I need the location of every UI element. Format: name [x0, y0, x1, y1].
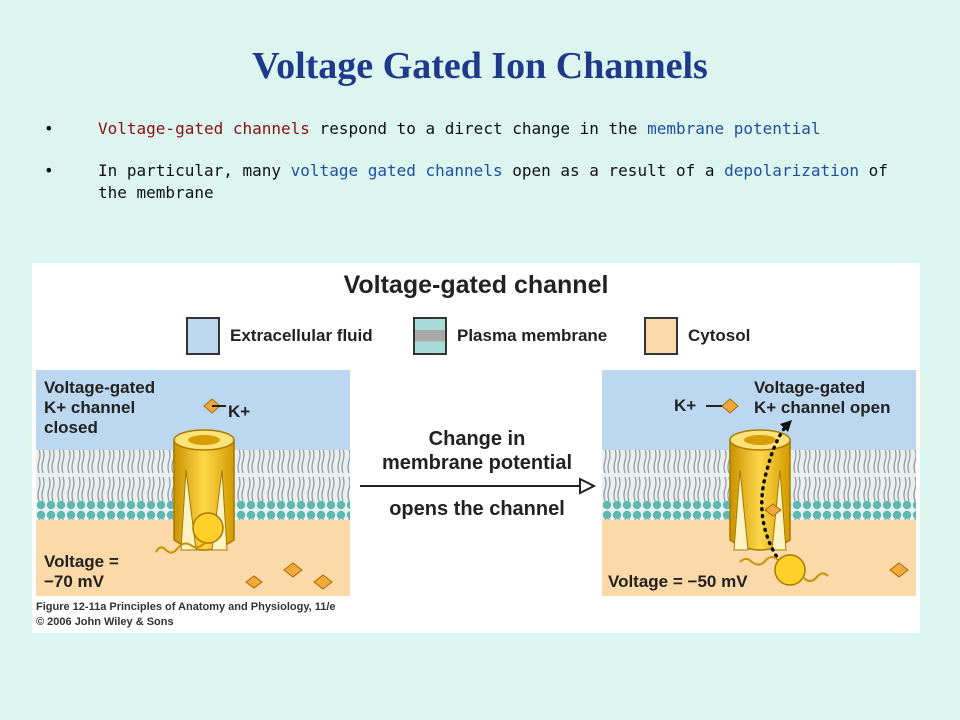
closed-ion-label: K+ [228, 402, 251, 421]
closed-voltage-line-1: Voltage = [44, 552, 119, 571]
legend-swatch-membrane [413, 317, 447, 355]
gate-chain [803, 572, 829, 582]
legend-label-membrane: Plasma membrane [457, 326, 608, 345]
arrow-head [579, 477, 597, 495]
channel-subunit [180, 469, 197, 551]
caption-line-1: Figure 12-11a Principles of Anatomy and … [36, 601, 336, 613]
closed-channel-label: Voltage-gated K+ channel closed [44, 378, 155, 438]
closed-voltage-line-2: −70 mV [44, 572, 105, 591]
bullet-text-2d: depolarization [724, 161, 859, 180]
bullet-marker: • [44, 161, 54, 180]
arrow-bottom-label: opens the channel [389, 498, 565, 520]
open-ion-label: K+ [674, 396, 697, 415]
bullet-item-2: • In particular, many voltage gated chan… [44, 160, 924, 204]
potassium-ion [889, 562, 909, 578]
bullet-list: • Voltage-gated channels respond to a di… [44, 118, 924, 224]
bullet-item-1: • Voltage-gated channels respond to a di… [44, 118, 924, 140]
caption-line-2: © 2006 John Wiley & Sons [36, 616, 174, 628]
gate-ball [774, 554, 806, 586]
bullet-text-2e: of the membrane [98, 161, 888, 202]
figure-title: Voltage-gated channel [343, 271, 609, 299]
open-voltage-label: Voltage = −50 mV [608, 572, 748, 591]
closed-channel-illustration [36, 370, 350, 596]
closed-label-line-3: closed [44, 418, 98, 437]
channel-pore [744, 435, 776, 445]
closed-voltage-label: Voltage = −70 mV [44, 552, 119, 592]
legend-swatch-extracellular [186, 317, 220, 355]
gate-chain [155, 541, 207, 554]
slide-title: Voltage Gated Ion Channels [252, 45, 708, 87]
bullet-text-1a: Voltage-gated channels [98, 119, 310, 138]
open-channel-label: Voltage-gated K+ channel open [754, 378, 891, 418]
legend-label-cytosol: Cytosol [688, 326, 751, 345]
channel-subunit [733, 469, 749, 551]
legend-swatch-cytosol [644, 317, 678, 355]
bullet-marker: • [44, 119, 54, 138]
arrow-top-label: Change in membrane potential [362, 427, 592, 475]
closed-label-line-1: Voltage-gated [44, 378, 156, 397]
change-arrow [360, 477, 597, 495]
arrow-top-line-2: membrane potential [381, 452, 573, 474]
closed-channel-panel: Voltage-gated K+ channel closed K+ Volta… [36, 370, 350, 596]
gate-ball [192, 512, 224, 544]
potassium-ion [245, 575, 263, 589]
bullet-text-1b: respond to a direct change in the [309, 119, 648, 138]
voltage-gated-channel-figure: Voltage-gated channel Extracellular flui… [32, 263, 920, 633]
legend-label-extracellular: Extracellular fluid [230, 326, 373, 345]
arrow-top-line-1: Change in [428, 428, 526, 450]
potassium-ion [283, 562, 303, 578]
open-channel-panel: Voltage-gated K+ channel open K+ Voltage… [602, 370, 916, 596]
channel-pore [188, 435, 220, 445]
gate-chain [739, 556, 779, 566]
potassium-ion [764, 503, 782, 517]
potassium-ion [313, 574, 333, 590]
potassium-ion [721, 398, 739, 414]
bullet-text-1c: membrane potential [647, 119, 821, 138]
ion-flow-arrowhead [780, 420, 792, 432]
open-label-line-1: Voltage-gated [754, 378, 866, 397]
bullet-text-2a: In particular, many [98, 161, 291, 180]
bullet-text-2c: open as a result of a [502, 161, 725, 180]
open-label-line-2: K+ channel open [754, 398, 891, 417]
bullet-text-2b: voltage gated channels [290, 161, 503, 180]
closed-label-line-2: K+ channel [44, 398, 136, 417]
open-channel-illustration [602, 370, 916, 596]
figure-caption: Figure 12-11a Principles of Anatomy and … [36, 600, 336, 630]
